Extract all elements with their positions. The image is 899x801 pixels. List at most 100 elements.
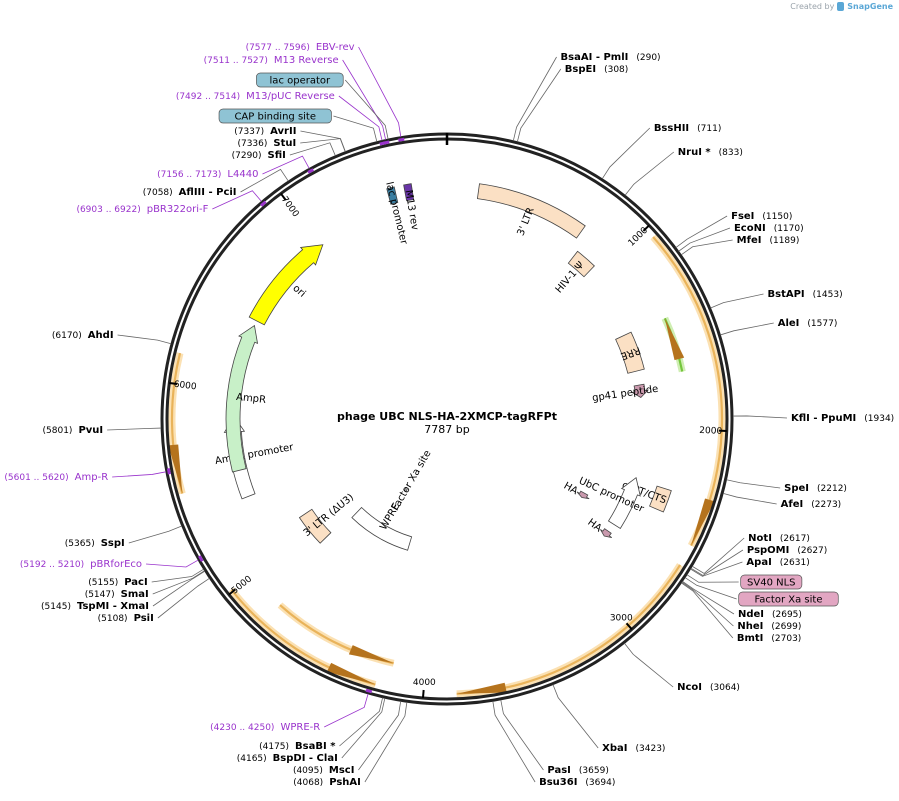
leader-line: [710, 293, 764, 309]
primer-name: EBV-rev: [316, 42, 355, 53]
leader-line: [324, 693, 369, 728]
orf-glow: [456, 563, 684, 698]
site-position: (5155): [88, 578, 118, 588]
leader-line: [344, 79, 389, 140]
site-name: Bsu36I(3694): [539, 777, 615, 788]
site-label: SfiI: [268, 150, 286, 161]
primer-row: (6903 .. 6922)pBR322ori-F: [76, 204, 208, 215]
feature-label: HA: [585, 517, 603, 534]
site-label: BstAPI: [768, 289, 805, 300]
feature-arrow: [386, 186, 399, 205]
primer-mark: [260, 200, 267, 207]
site-name: BsaAI - PmlI(290): [561, 52, 661, 63]
plasmid-name: phage UBC NLS-HA-2XMCP-tagRFPt: [337, 410, 557, 423]
site-label: PsiI: [134, 613, 154, 624]
site-label: PvuI: [78, 425, 103, 436]
credit-brand: SnapGene: [847, 2, 893, 11]
leader-line: [107, 427, 162, 431]
orf-arrowhead: [348, 645, 394, 664]
primer-range: (7577 .. 7596): [246, 43, 310, 53]
orf-arrowhead: [168, 444, 183, 494]
site-position: (7290): [232, 151, 262, 161]
site-position: (1189): [769, 236, 799, 246]
site-position: (1170): [774, 224, 804, 234]
primer-row: (5192 .. 5210)pBRforEco: [20, 559, 142, 570]
site-label: Bsu36I: [539, 777, 577, 788]
feature-label: HA: [562, 481, 580, 498]
feature-arrow: [351, 506, 413, 551]
leader-line: [500, 699, 544, 771]
site-label: FseI: [731, 211, 754, 222]
site-label: SspI: [101, 538, 125, 549]
site-position: (7336): [237, 139, 267, 149]
feature-label: AmpR promoter: [214, 442, 295, 467]
site-row: (6170)AhdI: [52, 330, 114, 341]
site-name: XbaI(3423): [602, 743, 665, 754]
primer-name: WPRE-R: [280, 722, 320, 733]
site-label: AleI: [778, 318, 800, 329]
site-position: (4165): [237, 754, 267, 764]
primer-name: M13 Reverse: [274, 55, 339, 66]
primer-name: M13/pUC Reverse: [246, 91, 335, 102]
site-label: EcoNI: [734, 223, 766, 234]
primer-range: (7156 .. 7173): [157, 170, 221, 180]
feature-box-label: SV40 NLS: [747, 578, 796, 589]
feature-label: ori: [290, 283, 307, 300]
site-name: NruI *(833): [678, 147, 743, 158]
site-name: AleI(1577): [778, 318, 838, 329]
leader-line: [152, 570, 206, 607]
leader-line: [128, 525, 182, 544]
leader-line: [358, 701, 402, 771]
primer-row: (7492 .. 7514)M13/pUC Reverse: [176, 91, 335, 102]
site-position: (5365): [65, 539, 95, 549]
tick-mark: [228, 588, 236, 596]
site-label: SmaI: [121, 589, 149, 600]
leader-line: [732, 415, 788, 419]
site-extra: - PpuMI: [810, 413, 856, 424]
site-label: AvrII: [270, 126, 296, 137]
primer-row: (7511 .. 7527)M13 Reverse: [204, 55, 339, 66]
leader-line: [690, 549, 744, 576]
tick-mark: [642, 224, 650, 232]
site-position: (4175): [259, 742, 289, 752]
leader-line: [682, 581, 735, 615]
site-position: (2631): [780, 558, 810, 568]
credit-prefix: Created by: [790, 2, 835, 11]
site-row: (5155)PacI: [88, 577, 147, 588]
site-name: EcoNI (1170): [734, 223, 804, 234]
site-label: XbaI: [602, 743, 627, 754]
site-position: (6170): [52, 331, 82, 341]
site-position: (2627): [797, 546, 827, 556]
site-name: ApaI(2631): [746, 557, 809, 568]
leader-line: [681, 582, 734, 639]
primer-row: (5601 .. 5620)Amp-R: [4, 472, 108, 483]
leader-line: [624, 151, 675, 196]
primer-range: (5601 .. 5620): [4, 473, 68, 483]
leader-line: [726, 479, 781, 489]
leader-line: [358, 46, 402, 137]
site-row: (4068)PshAI: [293, 777, 361, 788]
feature-arrow: [576, 490, 590, 500]
site-label: BmtI: [737, 633, 764, 644]
feature-label: AmpR: [236, 392, 267, 406]
primer-mark: [307, 168, 315, 174]
site-row: (5108) PsiI: [98, 613, 154, 624]
leader-line: [341, 698, 386, 759]
site-name: PasI(3659): [547, 765, 608, 776]
site-position: (5801): [43, 426, 73, 436]
site-position: (2617): [780, 534, 810, 544]
primer-range: (5192 .. 5210): [20, 560, 84, 570]
site-label: KflI: [791, 413, 810, 424]
leader-line: [212, 190, 262, 210]
primer-row: (7156 .. 7173)L4440: [157, 169, 258, 180]
primer-mark: [166, 468, 171, 475]
tick-label: 4000: [413, 678, 436, 688]
tick-label: 2000: [699, 426, 723, 437]
site-position: (5108): [98, 614, 128, 624]
site-position: (2273): [811, 500, 841, 510]
leader-line: [624, 643, 674, 688]
site-position: (2695): [772, 610, 802, 620]
site-row: (7290) SfiI: [232, 150, 286, 161]
site-label: AflIII: [179, 187, 205, 198]
orf-glow: [228, 587, 377, 688]
